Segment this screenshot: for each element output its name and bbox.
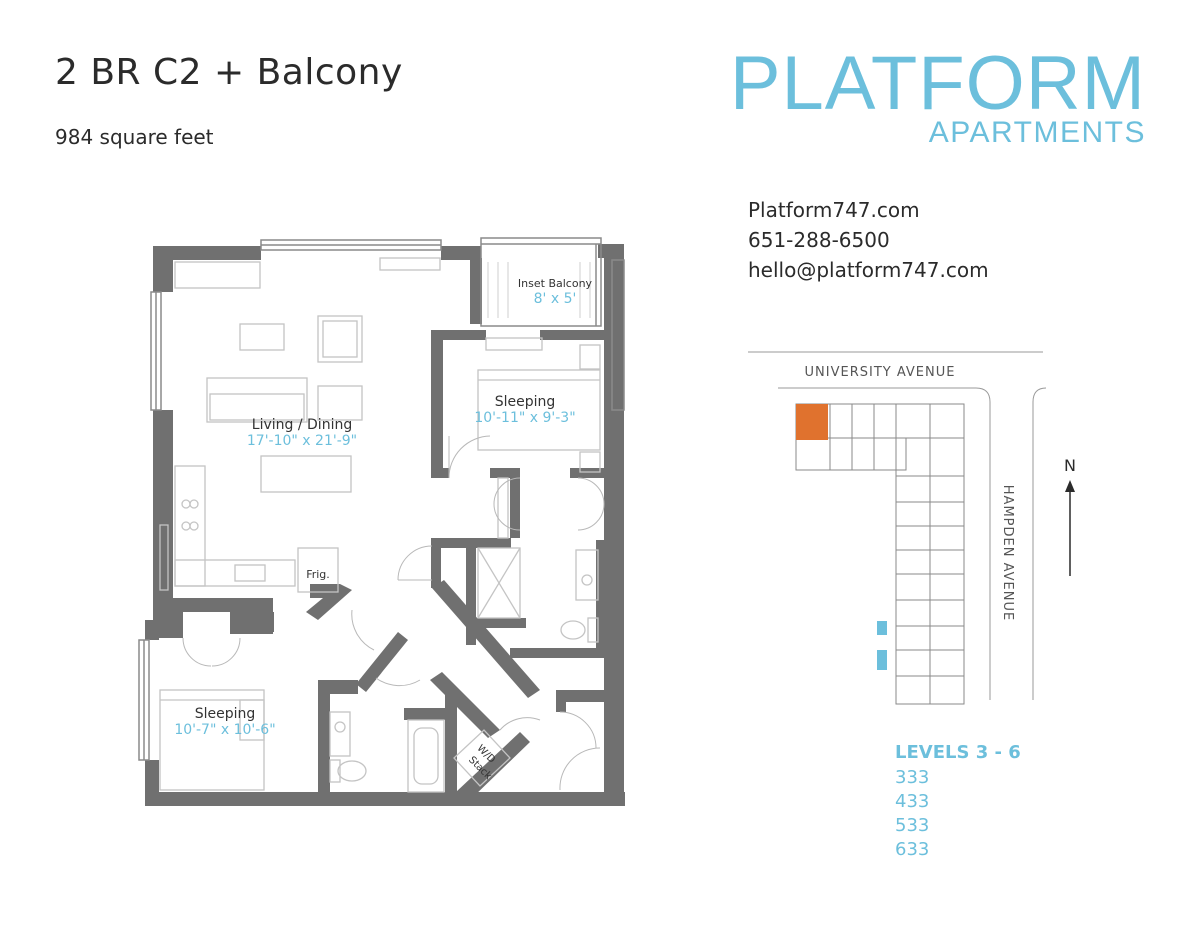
furniture xyxy=(159,257,601,793)
door-swings xyxy=(182,435,605,791)
room-name-sleeping-2: Sleeping xyxy=(195,706,256,722)
north-label: N xyxy=(1064,456,1076,475)
room-dims-sleeping-1: 10'-11" x 9'-3" xyxy=(474,410,575,426)
exterior-walls xyxy=(145,244,625,806)
unit-location-highlight xyxy=(796,404,828,440)
contact-email[interactable]: hello@platform747.com xyxy=(748,258,989,282)
unit-number: 333 xyxy=(895,767,930,788)
unit-number: 433 xyxy=(895,791,930,812)
fridge-label: Frig. xyxy=(306,568,330,581)
unit-number: 633 xyxy=(895,839,930,860)
unit-area: 984 square feet xyxy=(55,125,214,149)
levels-title: LEVELS 3 - 6 xyxy=(895,742,1021,763)
room-name-sleeping-1: Sleeping xyxy=(495,394,556,410)
room-dims-sleeping-2: 10'-7" x 10'-6" xyxy=(174,722,275,738)
floorplan: Living / Dining 17'-10" x 21'-9" Sleepin… xyxy=(138,237,625,806)
room-dims-living: 17'-10" x 21'-9" xyxy=(247,433,357,449)
contact-website[interactable]: Platform747.com xyxy=(748,198,920,222)
stair-marker-2 xyxy=(877,650,887,670)
room-dims-balcony: 8' x 5' xyxy=(534,291,577,307)
windows xyxy=(138,237,625,761)
logo-sub-text: APARTMENTS xyxy=(928,116,1146,149)
street-label-university: UNIVERSITY AVENUE xyxy=(805,365,956,380)
contact-phone[interactable]: 651-288-6500 xyxy=(748,228,890,252)
unit-title: 2 BR C2 + Balcony xyxy=(55,52,403,93)
room-name-living: Living / Dining xyxy=(252,417,352,433)
balcony-deck xyxy=(487,262,591,318)
north-arrow-icon xyxy=(1065,480,1075,576)
stair-marker-1 xyxy=(877,621,887,635)
site-map: UNIVERSITY AVENUE HAMPDEN AVENUE N xyxy=(748,351,1076,705)
logo-main-text: PLATFORM xyxy=(729,41,1146,126)
street-label-hampden: HAMPDEN AVENUE xyxy=(1000,485,1015,621)
unit-number: 533 xyxy=(895,815,930,836)
room-name-balcony: Inset Balcony xyxy=(518,277,593,290)
building-footprint xyxy=(795,403,965,705)
